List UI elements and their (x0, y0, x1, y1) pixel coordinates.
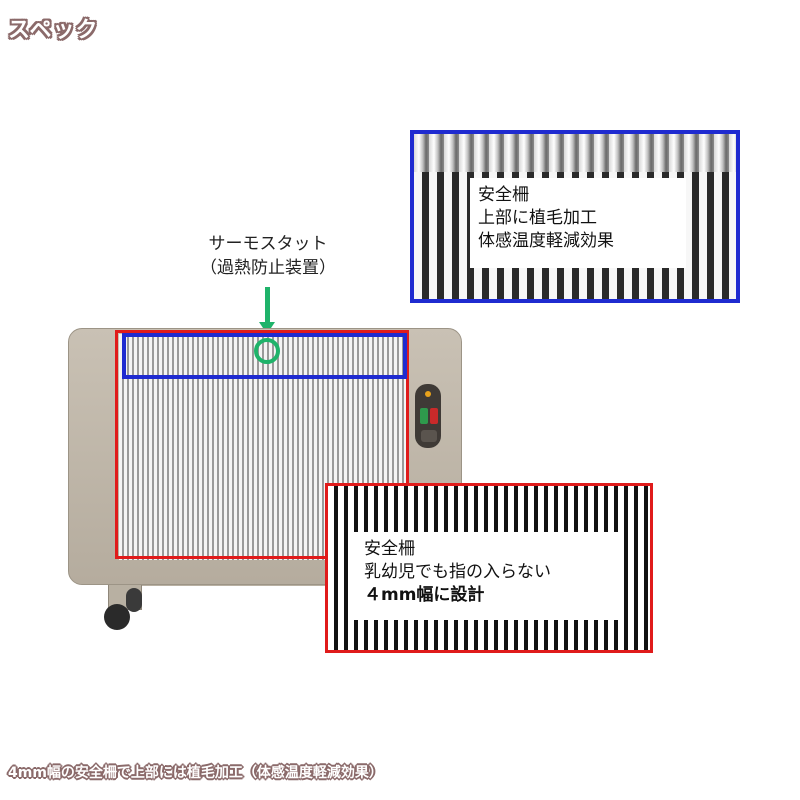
power-on-button[interactable] (420, 408, 428, 424)
zoom-top-flocked-band (414, 134, 736, 172)
zoom-bottom-note: 安全柵 乳幼児でも指の入らない ４mm幅に設計 (354, 532, 618, 620)
zoom-top-line2: 上部に植毛加工 (478, 208, 597, 228)
caster-wheel-rear (126, 588, 142, 612)
thermostat-arrow-shaft (265, 287, 270, 325)
caster-wheel (104, 604, 130, 630)
safety-grille-highlight (115, 330, 409, 559)
zoom-top-line1: 安全柵 (478, 185, 529, 205)
page-title: スペック (8, 18, 99, 43)
indicator-lamp-icon (425, 391, 431, 397)
caption: 4mm幅の安全柵で上部には植毛加工（体感温度軽減効果） (8, 765, 383, 781)
zoom-bottom-line1: 安全柵 (364, 539, 415, 559)
flocked-top-highlight (122, 333, 407, 379)
thermostat-marker-icon (254, 338, 280, 364)
power-off-button[interactable] (430, 408, 438, 424)
thermostat-label-line1: サーモスタット (208, 234, 328, 254)
zoom-bottom-line3: ４mm幅に設計 (364, 585, 485, 605)
thermostat-label-line2: （過熱防止装置） (200, 258, 336, 278)
thermostat-label: サーモスタット （過熱防止装置） (168, 232, 368, 280)
temperature-dial-icon[interactable] (421, 430, 437, 442)
zoom-bottom-line2: 乳幼児でも指の入らない (364, 562, 551, 582)
zoom-top-line3: 体感温度軽減効果 (478, 231, 614, 251)
zoom-top-note: 安全柵 上部に植毛加工 体感温度軽減効果 (470, 178, 686, 268)
